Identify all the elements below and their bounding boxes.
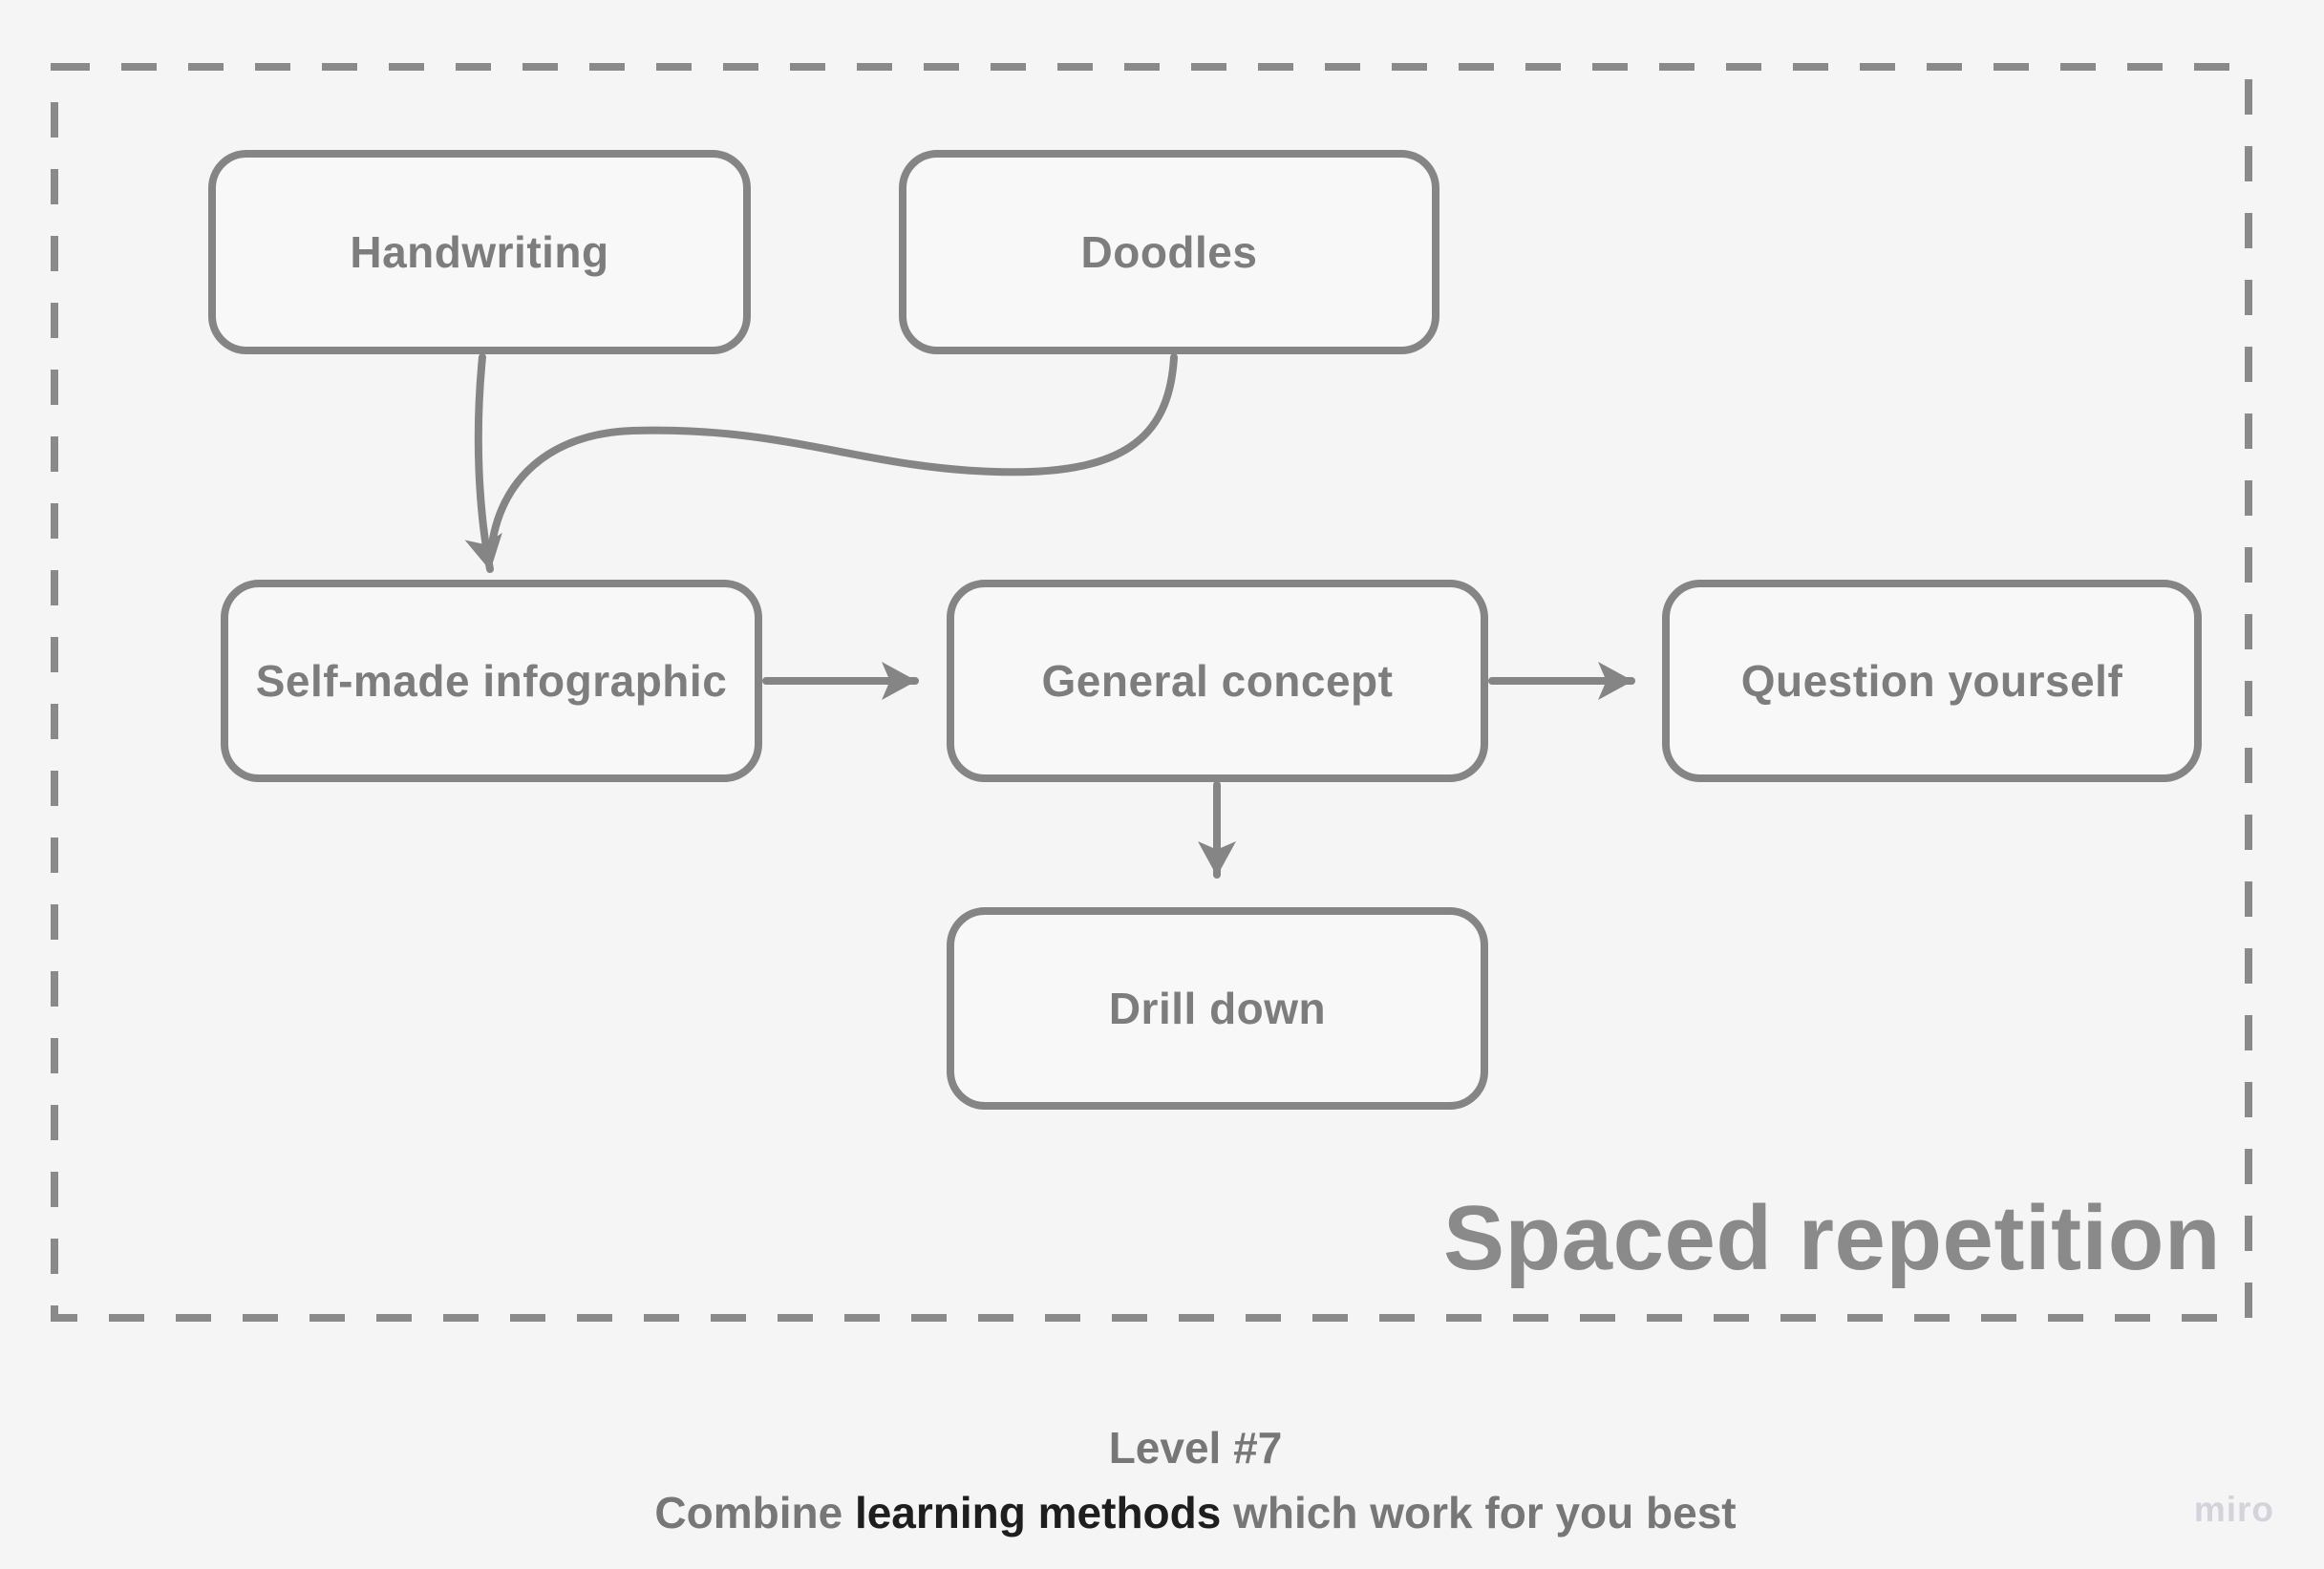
caption-description-emphasis: learning methods: [854, 1488, 1222, 1537]
node-handwriting: Handwriting: [208, 150, 751, 354]
dashed-frame: [51, 63, 2252, 1322]
node-general-concept: General concept: [947, 580, 1488, 782]
node-doodles: Doodles: [899, 150, 1439, 354]
caption-description: Combine learning methods which work for …: [67, 1480, 2324, 1545]
miro-watermark: miro: [2193, 1490, 2274, 1529]
node-question-yourself: Question yourself: [1662, 580, 2202, 782]
edge-handwriting-to-selfmade: [464, 353, 502, 573]
node-self-made-infographic-label: Self-made infographic: [255, 656, 728, 706]
node-self-made-infographic: Self-made infographic: [221, 580, 762, 782]
node-doodles-label: Doodles: [1080, 227, 1258, 277]
node-general-concept-label: General concept: [1041, 656, 1394, 706]
node-question-yourself-label: Question yourself: [1740, 656, 2123, 706]
caption-description-suffix: which work for you best: [1221, 1488, 1737, 1537]
edge-doodles-to-selfmade: [487, 353, 1178, 556]
region-label-spaced-repetition: Spaced repetition: [1443, 1187, 2221, 1289]
caption: Level #7 Combine learning methods which …: [67, 1415, 2324, 1545]
caption-level: Level #7: [1108, 1423, 1283, 1473]
node-drill-down: Drill down: [947, 907, 1488, 1110]
caption-description-prefix: Combine: [654, 1488, 855, 1537]
node-drill-down-label: Drill down: [1108, 984, 1327, 1033]
node-handwriting-label: Handwriting: [350, 227, 609, 277]
